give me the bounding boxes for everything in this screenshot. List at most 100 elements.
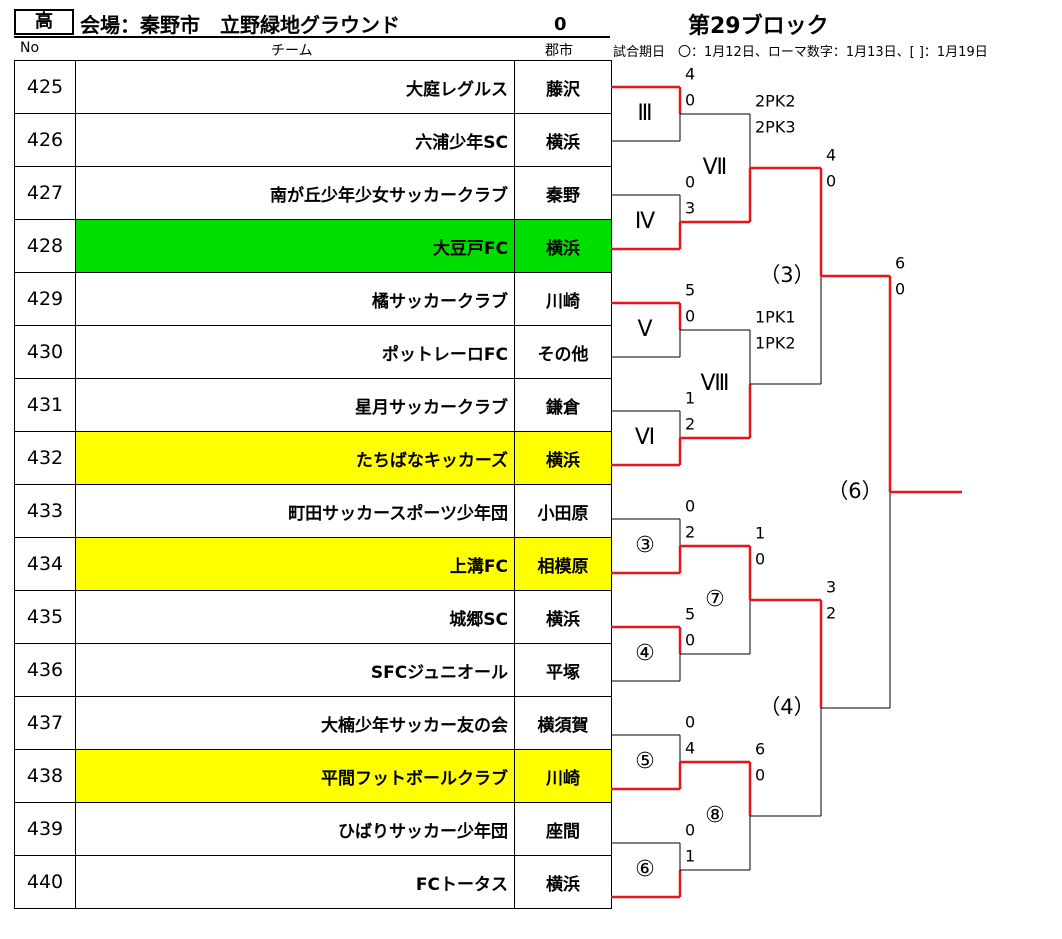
column-header-team: チーム [271,43,313,59]
match-score-top: 0 [685,713,695,732]
match-score-top: 0 [685,497,695,516]
match-score-bottom: 2 [826,604,836,623]
match-score-bottom: 2 [685,523,695,542]
team-city: 鎌倉 [514,378,612,432]
match-score-bottom: 2 [685,415,695,434]
match-score-bottom: 0 [755,766,765,785]
team-name: ひばりサッカー少年団 [75,802,515,856]
match-score-bottom: 0 [685,631,695,650]
match-score-top: 1PK1 [755,308,796,327]
team-city: 横浜 [514,113,612,167]
match-label: ⑦ [705,587,725,612]
match-score-top: 3 [826,578,836,597]
team-number: 432 [14,431,76,485]
team-city: 横須賀 [514,696,612,750]
match-score-top: 6 [895,254,905,273]
match-score-top: 1 [755,524,765,543]
team-city: 横浜 [514,431,612,485]
team-city: 秦野 [514,166,612,220]
match-label: Ⅶ [703,155,728,180]
team-number: 437 [14,696,76,750]
match-label: ③ [635,533,655,558]
match-label: ④ [635,641,655,666]
match-label: Ⅳ [635,209,656,234]
venue-title: 会場：秦野市 立野緑地グラウンド [80,13,400,37]
team-name: SFCジュニオール [75,643,515,697]
match-score-bottom: 0 [895,280,905,299]
match-score-top: 0 [685,821,695,840]
team-number: 427 [14,166,76,220]
match-score-bottom: 0 [755,550,765,569]
match-score-bottom: 4 [685,739,695,758]
team-number: 426 [14,113,76,167]
team-number: 438 [14,749,76,803]
match-label: ⑥ [635,857,655,882]
team-name: 橘サッカークラブ [75,272,515,326]
match-score-top: 1 [685,389,695,408]
match-dates-legend: 試合期日 〇：1月12日、ローマ数字：1月13日、[ ]：1月19日 [613,45,988,60]
match-score-top: 0 [685,173,695,192]
match-score-bottom: 2PK3 [755,118,796,137]
team-name: 上溝FC [75,537,515,591]
match-score-bottom: 0 [685,91,695,110]
match-score-bottom: 1PK2 [755,334,796,353]
team-city: 横浜 [514,855,612,909]
match-score-bottom: 3 [685,199,695,218]
match-label: Ⅷ [701,371,730,396]
match-score-bottom: 0 [826,172,836,191]
team-city: 平塚 [514,643,612,697]
team-name: 大楠少年サッカー友の会 [75,696,515,750]
category-badge: 高 [14,9,74,35]
match-label: （4） [759,695,814,719]
match-score-top: 5 [685,605,695,624]
match-label: ⑤ [635,749,655,774]
team-number: 430 [14,325,76,379]
header-divider [14,36,610,38]
match-score-bottom: 1 [685,847,695,866]
match-score-top: 2PK2 [755,92,796,111]
match-label: Ⅵ [635,425,655,450]
team-name: 大豆戸FC [75,219,515,273]
match-score-top: 5 [685,281,695,300]
team-name: たちばなキッカーズ [75,431,515,485]
team-city: その他 [514,325,612,379]
team-name: 平間フットボールクラブ [75,749,515,803]
match-label: Ⅴ [637,317,652,342]
block-title: 第29ブロック [688,14,829,39]
match-score-top: 4 [685,65,695,84]
team-city: 川崎 [514,749,612,803]
header-zero: 0 [554,14,567,35]
match-score-top: 4 [826,146,836,165]
match-score-bottom: 0 [685,307,695,326]
team-city: 相模原 [514,537,612,591]
team-name: 城郷SC [75,590,515,644]
team-number: 435 [14,590,76,644]
team-number: 434 [14,537,76,591]
column-header-city: 郡市 [545,43,573,59]
column-header-no: No [20,40,40,56]
match-label: Ⅲ [637,101,652,126]
team-city: 座間 [514,802,612,856]
team-name: ポットレーロFC [75,325,515,379]
match-label: （6） [827,479,882,503]
team-name: 六浦少年SC [75,113,515,167]
team-city: 横浜 [514,219,612,273]
team-number: 439 [14,802,76,856]
match-score-top: 6 [755,740,765,759]
